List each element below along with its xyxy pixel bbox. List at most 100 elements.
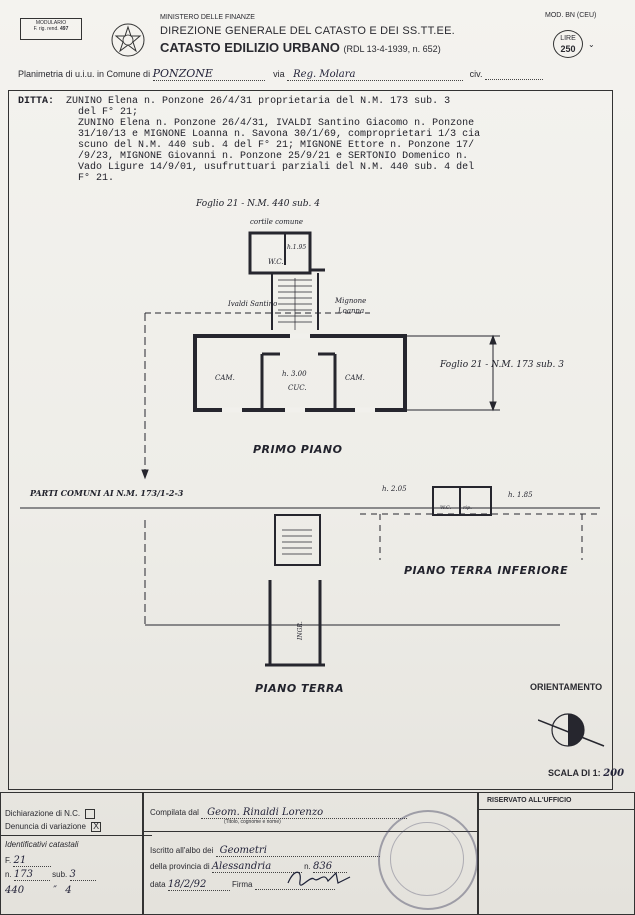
dichiarazione-label: Dichiarazione di N.C. <box>5 809 81 819</box>
albo-number-label: n. <box>304 862 311 871</box>
scale-indicator: SCALA DI 1: 200 <box>548 768 624 779</box>
ditta-line-6: Vado Ligure 14/9/01, usufruttuari parzia… <box>78 162 475 173</box>
catasto-title: CATASTO EDILIZIO URBANO (RDL 13-4-1939, … <box>160 40 441 55</box>
mignone-label-1: Mignone <box>334 297 366 305</box>
catasto-name: CATASTO EDILIZIO URBANO <box>160 40 340 55</box>
modulario-box: MODULARIO F. rig. rend. 497 <box>20 18 82 40</box>
office-cell: RISERVATO ALL'UFFICIO <box>478 792 635 915</box>
compilata-label: Compilata dal <box>150 808 199 817</box>
signature-icon <box>287 871 351 886</box>
particella-value: 173 <box>13 869 50 881</box>
h185-label: h. 1.85 <box>508 491 533 499</box>
provincia-value: Alessandria <box>211 861 302 873</box>
foglio-label: F. <box>5 856 12 865</box>
fee-value: 250 <box>560 44 576 54</box>
planimetria-line: Planimetria di u.i.u. in Comune di PONZO… <box>18 67 618 81</box>
sub2-value: 4 <box>65 885 72 896</box>
modulario-line2: F. rig. rend. <box>33 26 59 32</box>
denuncia-checkmark: X <box>93 821 100 831</box>
firma-label: Firma <box>232 880 253 889</box>
footer-section: Dichiarazione di N.C. Denuncia di variaz… <box>0 792 635 915</box>
rdl-reference: (RDL 13-4-1939, n. 652) <box>343 44 441 54</box>
chevron-down-icon: ⌄ <box>588 40 595 49</box>
via-label: via <box>273 69 285 79</box>
sub-value: 3 <box>69 869 96 881</box>
compilata-hint: (Titolo, cognome e nome) <box>224 819 281 825</box>
wc-label: W.C. <box>268 258 284 266</box>
particella-label: n. <box>5 870 12 879</box>
h205-label: h. 2.05 <box>382 485 407 493</box>
modulario-number: 497 <box>60 26 69 32</box>
ditta-block: DITTA: ZUNINO Elena n. Ponzone 26/4/31 p… <box>18 96 610 184</box>
albo-number-value: 836 <box>312 861 347 873</box>
denuncia-label: Denuncia di variazione <box>5 822 86 832</box>
compilata-value: Geom. Rinaldi Lorenzo <box>201 807 408 819</box>
dichiarazione-checkbox[interactable] <box>85 809 96 819</box>
planimetria-label: Planimetria di u.i.u. in Comune di <box>18 69 151 79</box>
civ-label: civ. <box>469 69 483 79</box>
iscritto-value: Geometri <box>215 845 380 857</box>
ditta-line-5: /9/23, MIGNONE Giovanni n. Ponzone 25/9/… <box>78 151 469 162</box>
cuc-label: CUC. <box>288 384 307 392</box>
piano-terra-inferiore-title: PIANO TERRA INFERIORE <box>404 564 568 577</box>
declaration-cell: Dichiarazione di N.C. Denuncia di variaz… <box>0 792 152 915</box>
identificativi-header: Identificativi catastali <box>1 835 152 849</box>
orientamento-label: ORIENTAMENTO <box>530 682 603 692</box>
cam-left-label: CAM. <box>215 374 235 382</box>
denuncia-checkbox[interactable]: X <box>91 821 102 832</box>
data-value: 18/2/92 <box>167 879 230 891</box>
ingr-label: INGR. <box>297 621 304 641</box>
wc2-label: W.C. <box>440 505 452 511</box>
rip-label: rip. <box>463 505 472 511</box>
ditta-line-2: ZUNINO Elena n. Ponzone 26/4/31, IVALDI … <box>78 118 475 129</box>
ditta-line-7: F° 21. <box>78 173 115 184</box>
scale-value: 200 <box>603 768 625 779</box>
north-arrow-icon <box>538 713 605 747</box>
foglio-row: F. 21 <box>5 855 52 867</box>
particella2-value: 440 <box>5 885 25 896</box>
compilata-row: Compilata dal Geom. Rinaldi Lorenzo <box>150 807 408 819</box>
ditta-line-0: ZUNINO Elena n. Ponzone 26/4/31 propriet… <box>66 96 451 107</box>
comune-value: PONZONE <box>152 67 265 81</box>
via-value: Reg. Molara <box>287 69 464 81</box>
foglio-value: 21 <box>13 855 52 867</box>
cortile-label: cortile comune <box>250 218 303 226</box>
ditta-line-4: scuno del N.M. 440 sub. 4 del F° 21; MIG… <box>78 140 475 151</box>
ditta-line-3: 31/10/13 e MIGNONE Loanna n. Savona 30/1… <box>78 129 481 140</box>
foglio-440-label: Foglio 21 - N.M. 440 sub. 4 <box>195 199 320 209</box>
ministry-name: MINISTERO DELLE FINANZE <box>160 14 255 21</box>
plan-frame <box>8 90 613 790</box>
modulario-line1: MODULARIO <box>35 20 67 26</box>
denuncia-row: Denuncia di variazione X <box>5 821 102 832</box>
sub-label: sub. <box>52 870 68 879</box>
data-row: data 18/2/92 Firma <box>150 879 335 891</box>
h195-label: h.1.95 <box>287 244 306 251</box>
directorate-name: DIREZIONE GENERALE DEL CATASTO E DEI SS.… <box>160 25 455 37</box>
scale-label: SCALA DI 1: <box>548 768 601 778</box>
fee-label: LIRE <box>560 35 576 42</box>
piano-terra-title: PIANO TERRA <box>255 682 344 695</box>
republic-emblem-icon <box>111 23 145 57</box>
primo-piano-title: PRIMO PIANO <box>253 443 342 456</box>
ditta-line-1: del F° 21; <box>78 107 139 118</box>
iscritto-label: Iscritto all'albo dei <box>150 846 214 855</box>
model-code: MOD. BN (CEU) <box>545 12 597 19</box>
provincia-label: della provincia di <box>150 862 210 871</box>
ivaldi-label: Ivaldi Santino <box>227 300 277 308</box>
provincia-row: della provincia di Alessandria n. 836 <box>150 861 347 873</box>
particella-row: n. 173 sub. 3 <box>5 869 96 881</box>
h300-label: h. 3.00 <box>282 370 307 378</box>
official-stamp-icon <box>378 810 478 910</box>
ditta-label: DITTA: <box>18 96 55 107</box>
parti-comuni-label: PARTI COMUNI AI N.M. 173/1-2-3 <box>29 488 184 498</box>
iscritto-row: Iscritto all'albo dei Geometri <box>150 845 380 857</box>
particella2-row: 440 ″ 4 <box>5 885 72 896</box>
cam-right-label: CAM. <box>345 374 365 382</box>
dichiarazione-row: Dichiarazione di N.C. <box>5 809 96 819</box>
data-label: data <box>150 880 166 889</box>
foglio-173-label: Foglio 21 - N.M. 173 sub. 3 <box>439 360 564 370</box>
fee-stamp: LIRE 250 <box>553 30 583 58</box>
riservato-label: RISERVATO ALL'UFFICIO <box>487 797 572 804</box>
